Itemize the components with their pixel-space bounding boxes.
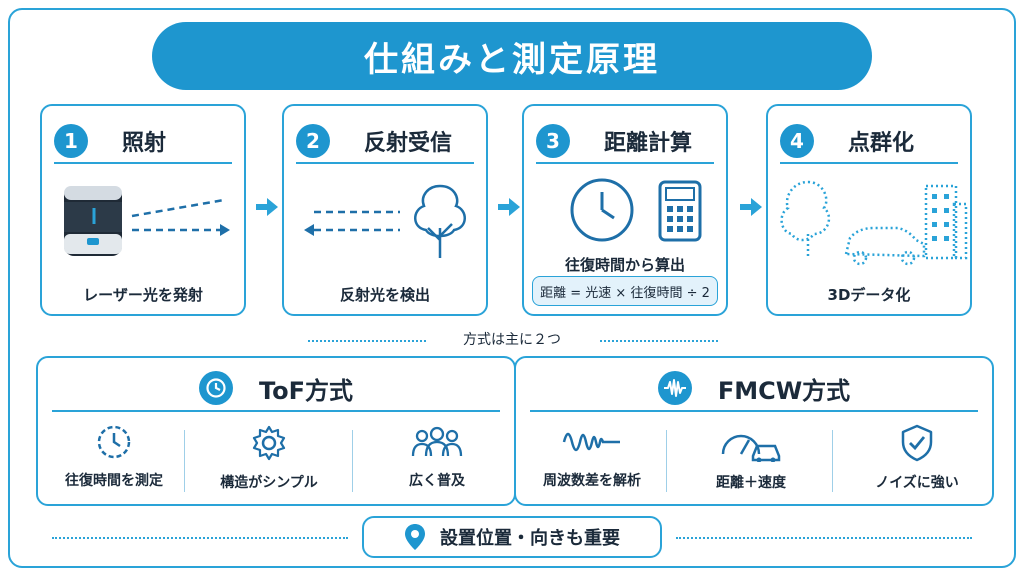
fmcw-feature-3-label: ノイズに強い	[875, 475, 959, 491]
step-3-header: 3 距離計算	[536, 120, 714, 164]
tof-method-header: ToF方式	[52, 366, 500, 412]
point-cloud-icon	[780, 180, 968, 266]
tree-reflect-icon	[304, 184, 466, 258]
step-2-card: 2 反射受信 反射光を検出	[282, 104, 488, 316]
tof-feature-2: 構造がシンプル	[194, 424, 344, 500]
step-3-number: 3	[536, 124, 570, 158]
page-title: 仕組みと測定原理	[152, 22, 872, 90]
step-4-title: 点群化	[848, 131, 915, 156]
dotted-line	[52, 537, 348, 539]
tof-method-title: ToF方式	[258, 376, 354, 405]
step-3-caption: 往復時間から算出	[564, 256, 685, 274]
dotted-line	[676, 537, 972, 539]
step-1-caption: レーザー光を発射	[83, 286, 203, 304]
clock-icon	[97, 425, 131, 459]
step-2-number: 2	[296, 124, 330, 158]
bottom-note: 設置位置・向きも重要	[362, 516, 662, 558]
location-pin-icon	[405, 524, 425, 550]
shield-check-icon	[901, 424, 933, 462]
bottom-note-text: 設置位置・向きも重要	[440, 528, 620, 549]
step-2-header: 2 反射受信	[296, 120, 474, 164]
clock-calculator-icon	[570, 178, 702, 242]
method-divider: 方式は主に２つ	[0, 328, 1024, 352]
step-1-number: 1	[54, 124, 88, 158]
fmcw-method-header: FMCW方式	[530, 366, 978, 412]
arrow-right-icon	[498, 198, 520, 216]
step-4-caption: 3Dデータ化	[827, 286, 911, 304]
step-3-title: 距離計算	[604, 131, 693, 156]
tof-feature-1-label: 往復時間を測定	[65, 473, 163, 489]
distance-formula: 距離 = 光速 × 往復時間 ÷ 2	[532, 276, 718, 306]
fmcw-feature-1: 周波数差を解析	[522, 424, 662, 500]
divider	[352, 430, 353, 492]
fmcw-feature-2: 距離＋速度	[676, 424, 826, 500]
fmcw-method-title: FMCW方式	[717, 376, 851, 405]
fmcw-feature-1-label: 周波数差を解析	[543, 473, 641, 489]
clock-icon	[198, 371, 233, 405]
tof-feature-2-label: 構造がシンプル	[220, 475, 318, 491]
fmcw-method-card: FMCW方式 周波数差を解析 距離＋速度 ノイズに強い	[514, 356, 994, 506]
divider	[832, 430, 833, 492]
arrow-right-icon	[256, 198, 278, 216]
divider	[184, 430, 185, 492]
step-1-card: 1 照射 レーザー光を発射	[40, 104, 246, 316]
step-4-card: 4 点群化 3Dデータ化	[766, 104, 972, 316]
tof-method-card: ToF方式 往復時間を測定 構造がシンプル 広く普及	[36, 356, 516, 506]
divider-label: 方式は主に２つ	[463, 332, 561, 348]
fmcw-feature-2-label: 距離＋速度	[716, 475, 786, 491]
dotted-line	[600, 340, 718, 342]
fmcw-feature-3: ノイズに強い	[842, 424, 992, 500]
tof-feature-3: 広く普及	[362, 424, 512, 500]
step-4-header: 4 点群化	[780, 120, 958, 164]
wave-icon	[657, 371, 692, 405]
step-2-caption: 反射光を検出	[339, 286, 430, 304]
step-2-title: 反射受信	[364, 131, 453, 156]
step-1-title: 照射	[122, 131, 167, 156]
speedometer-car-icon	[721, 434, 781, 462]
divider	[666, 430, 667, 492]
arrow-right-icon	[740, 198, 762, 216]
dotted-line	[308, 340, 426, 342]
step-3-card: 3 距離計算 往復時間から算出 距離 = 光速 × 往復時間 ÷ 2	[522, 104, 728, 316]
wave-icon	[562, 432, 620, 452]
gear-icon	[252, 425, 286, 461]
tof-feature-3-label: 広く普及	[409, 473, 465, 489]
tof-feature-1: 往復時間を測定	[44, 424, 184, 500]
step-4-number: 4	[780, 124, 814, 158]
people-icon	[411, 426, 463, 457]
lidar-sensor-icon	[64, 186, 230, 256]
step-1-header: 1 照射	[54, 120, 232, 164]
